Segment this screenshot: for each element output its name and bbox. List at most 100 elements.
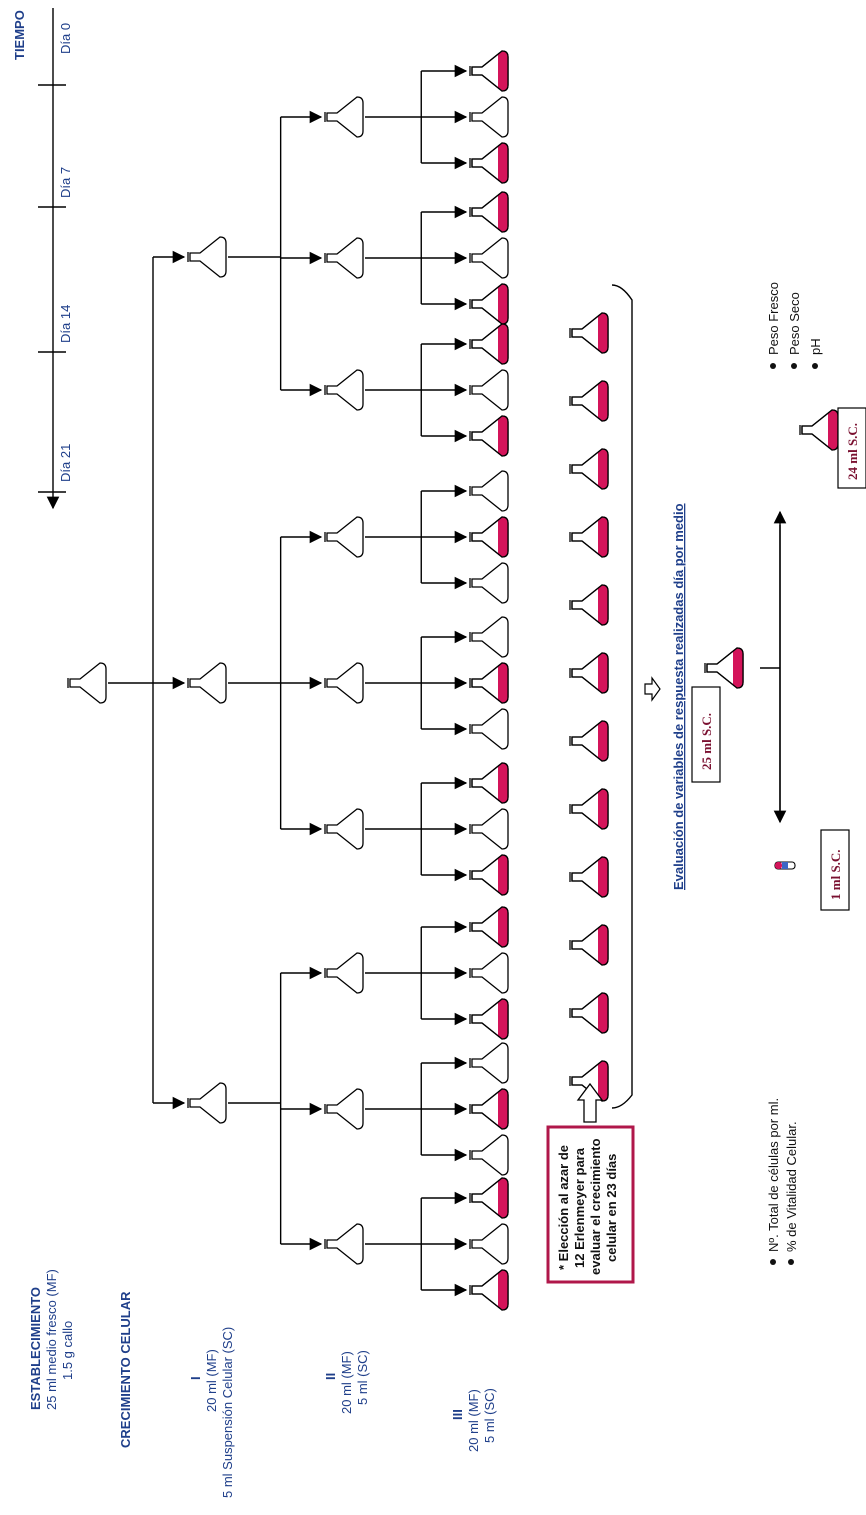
erlenmeyer-flask-icon [470,663,508,703]
erlenmeyer-flask-icon [325,953,363,993]
timeline-day-7: Día 7 [58,167,73,198]
erlenmeyer-flask-icon [570,857,608,897]
large-bullet-1: Peso Fresco [766,282,781,355]
erlenmeyer-flask-icon [325,809,363,849]
stage-II-title: II [323,1373,338,1380]
bullet-dot [770,1259,776,1265]
hollow-arrow-right-icon [645,678,660,700]
selection-line-2: 12 Erlenmeyer para [572,1147,587,1268]
erlenmeyer-flask-icon [68,663,106,703]
erlenmeyer-flask-icon [470,284,508,324]
timeline-day-14: Día 14 [58,305,73,343]
erlenmeyer-flask-icon [470,416,508,456]
erlenmeyer-flask-icon [470,709,508,749]
stage-III-line1: 20 ml (MF) [466,1389,481,1452]
erlenmeyer-flask-icon [470,563,508,603]
stage-labels: ESTABLECIMIENTO 25 ml medio fresco (MF) … [28,1269,497,1498]
erlenmeyer-flask-icon [325,517,363,557]
erlenmeyer-flask-icon [325,1224,363,1264]
erlenmeyer-flask-icon [470,617,508,657]
stage-I-line1: 20 ml (MF) [204,1349,219,1412]
bullet-dot [788,1259,794,1265]
evaluation-title: Evaluación de variables de respuesta rea… [671,503,686,890]
erlenmeyer-flask-icon [800,410,838,450]
erlenmeyer-flask-icon [470,471,508,511]
stage-III-line2: 5 ml (SC) [482,1388,497,1443]
erlenmeyer-flask-icon [470,238,508,278]
erlenmeyer-flask-icon [570,993,608,1033]
small-sample-bullets: Nº. Total de células por ml. % de Vitali… [766,1098,799,1265]
stage-establecimiento-line2: 1.5 g callo [60,1321,75,1380]
erlenmeyer-flask-icon [188,237,226,277]
timeline: TIEMPO Día 0 Día 7 Día 14 Día 21 [12,8,73,508]
evaluation-split: 25 ml S.C. 1 ml S.C. 24 ml S.C. [692,408,866,910]
erlenmeyer-flask-icon [470,517,508,557]
stage-I-title: I [188,1376,203,1380]
erlenmeyer-flask-icon [470,855,508,895]
test-tube-icon [775,862,795,869]
erlenmeyer-flask-icon [570,653,608,693]
erlenmeyer-flask-icon [705,648,743,688]
stage-III-title: III [450,1409,465,1420]
erlenmeyer-flask-icon [325,97,363,137]
erlenmeyer-flask-icon [470,1178,508,1218]
erlenmeyer-flask-icon [325,238,363,278]
erlenmeyer-flask-icon [470,809,508,849]
erlenmeyer-flask-icon [325,370,363,410]
timeline-day-0: Día 0 [58,23,73,54]
small-bullet-1: Nº. Total de células por ml. [766,1098,781,1252]
evaluation-bracket [612,285,632,1108]
stage-establecimiento-line1: 25 ml medio fresco (MF) [44,1269,59,1410]
erlenmeyer-flask-icon [470,97,508,137]
flask-tree [68,51,508,1310]
erlenmeyer-flask-icon [470,324,508,364]
large-bullet-3: pH [808,338,823,355]
erlenmeyer-flask-icon [325,663,363,703]
large-bullet-2: Peso Seco [787,292,802,355]
erlenmeyer-flask-icon [470,953,508,993]
volume-large-label: 24 ml S.C. [845,423,860,480]
erlenmeyer-flask-icon [470,143,508,183]
bullet-dot [812,363,818,369]
selection-line-3: evaluar el crecimiento [588,1138,603,1275]
erlenmeyer-flask-icon [470,763,508,803]
erlenmeyer-flask-icon [470,1043,508,1083]
stage-II-line2: 5 ml (SC) [355,1350,370,1405]
erlenmeyer-flask-icon [188,663,226,703]
erlenmeyer-flask-icon [570,449,608,489]
erlenmeyer-flask-icon [470,1224,508,1264]
erlenmeyer-flask-icon [570,313,608,353]
erlenmeyer-flask-icon [470,1270,508,1310]
erlenmeyer-flask-icon [570,517,608,557]
erlenmeyer-flask-icon [470,999,508,1039]
volume-main-label: 25 ml S.C. [699,713,714,770]
erlenmeyer-flask-icon [325,1089,363,1129]
erlenmeyer-flask-icon [470,51,508,91]
selection-line-4: celular en 23 días [604,1154,619,1262]
stage-crecimiento-title: CRECIMIENTO CELULAR [118,1291,133,1448]
erlenmeyer-flask-icon [470,1135,508,1175]
bullet-dot [770,363,776,369]
erlenmeyer-flask-icon [570,381,608,421]
large-sample-bullets: Peso Fresco Peso Seco pH [766,282,823,369]
bullet-dot [791,363,797,369]
stage-establecimiento-title: ESTABLECIMIENTO [28,1287,43,1410]
erlenmeyer-flask-icon [570,789,608,829]
selection-box: * Elección al azar de 12 Erlenmeyer para… [548,1084,633,1282]
erlenmeyer-flask-icon [188,1083,226,1123]
erlenmeyer-flask-icon [570,721,608,761]
timeline-title: TIEMPO [12,10,27,60]
erlenmeyer-flask-icon [470,370,508,410]
stage-I-line2: 5 ml Suspensión Celular (SC) [220,1327,235,1498]
erlenmeyer-flask-icon [570,585,608,625]
erlenmeyer-flask-icon [470,192,508,232]
selection-line-1: * Elección al azar de [556,1145,571,1270]
erlenmeyer-flask-icon [570,925,608,965]
small-bullet-2: % de Vitalidad Celular. [784,1121,799,1252]
volume-small-label: 1 ml S.C. [828,849,843,900]
stage-II-line1: 20 ml (MF) [339,1351,354,1414]
erlenmeyer-flask-icon [470,1089,508,1129]
timeline-day-21: Día 21 [58,444,73,482]
erlenmeyer-flask-icon [470,907,508,947]
